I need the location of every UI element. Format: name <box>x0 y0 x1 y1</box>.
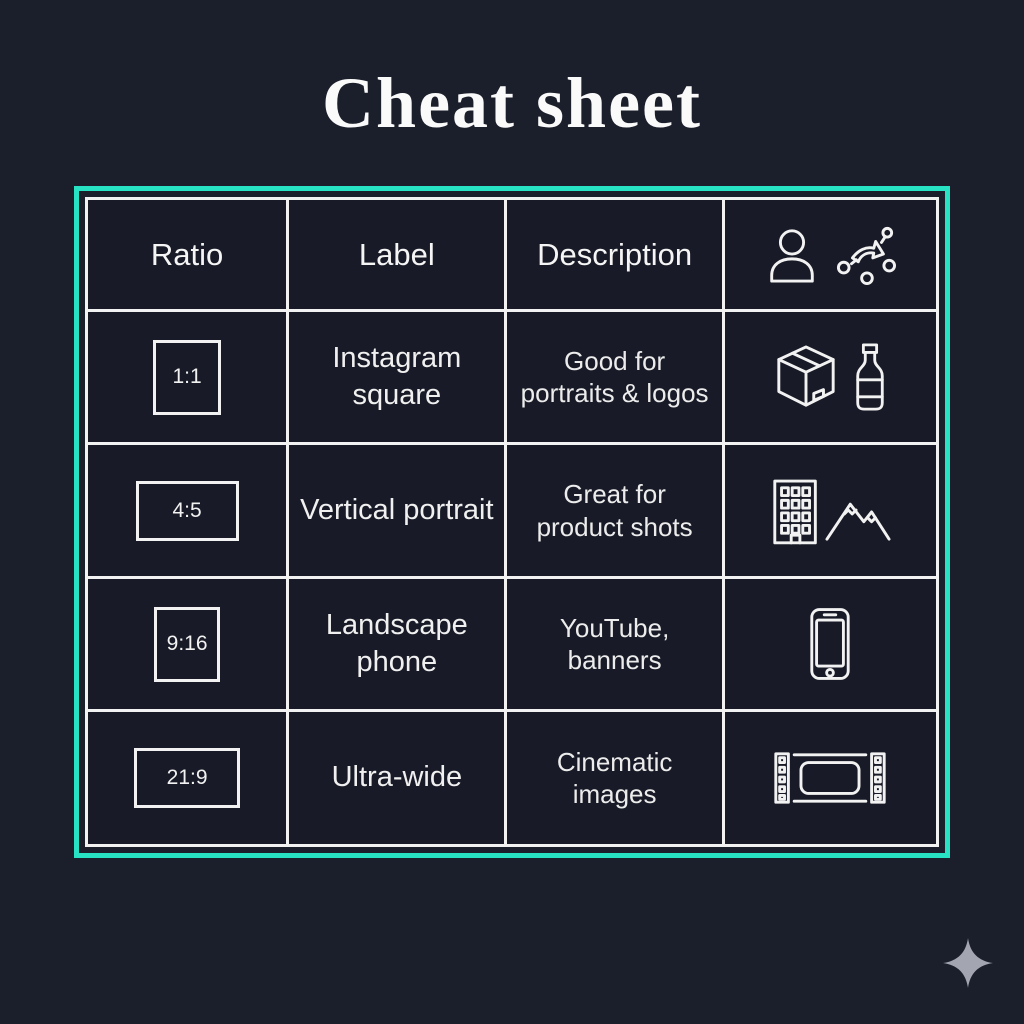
ratio-table: Ratio Label Description <box>85 197 939 847</box>
icons-row-3 <box>724 579 936 709</box>
ratio-table-frame: Ratio Label Description <box>74 186 950 858</box>
page-title: Cheat sheet <box>322 63 702 143</box>
ratio-value: 21:9 <box>166 766 208 789</box>
label-landscape-phone: Landscape phone <box>289 579 505 709</box>
ratio-cell-9-16: 9:16 <box>88 579 287 709</box>
desc-ultra-wide: Cinematic images <box>507 712 722 844</box>
header-description: Description <box>507 200 722 309</box>
desc-instagram-square: Good for portraits & logos <box>507 312 722 442</box>
icons-row-2 <box>724 445 936 576</box>
building-icon <box>769 475 825 547</box>
header-label: Label <box>289 200 505 309</box>
label-instagram-square: Instagram square <box>289 312 505 442</box>
mountains-icon <box>825 475 891 547</box>
icons-row-4 <box>724 712 936 844</box>
ratio-cell-21-9: 21:9 <box>88 712 287 844</box>
person-icon <box>763 225 821 285</box>
package-box-icon <box>773 341 839 413</box>
desc-vertical-portrait: Great for product shots <box>507 445 722 576</box>
bottle-icon <box>853 341 887 413</box>
ratio-shape-9-16: 9:16 <box>154 606 221 682</box>
route-nodes-icon <box>835 225 897 285</box>
film-frame-icon <box>771 748 889 808</box>
ratio-cell-1-1: 1:1 <box>88 312 287 442</box>
smartphone-icon <box>807 605 853 683</box>
ratio-shape-21-9: 21:9 <box>134 748 241 808</box>
label-vertical-portrait: Vertical portrait <box>289 445 505 576</box>
ratio-value: 1:1 <box>172 365 202 388</box>
ratio-shape-1-1: 1:1 <box>153 339 222 415</box>
icons-row-1 <box>724 312 936 442</box>
ratio-value: 9:16 <box>166 632 208 655</box>
ratio-value: 4:5 <box>172 498 202 522</box>
header-ratio: Ratio <box>88 200 287 309</box>
sparkle-icon <box>942 937 994 989</box>
ratio-shape-4-5: 4:5 <box>135 480 239 541</box>
ratio-cell-4-5: 4:5 <box>88 445 287 576</box>
header-icons-cell <box>724 200 936 309</box>
desc-landscape-phone: YouTube, banners <box>507 579 722 709</box>
label-ultra-wide: Ultra-wide <box>289 712 505 844</box>
